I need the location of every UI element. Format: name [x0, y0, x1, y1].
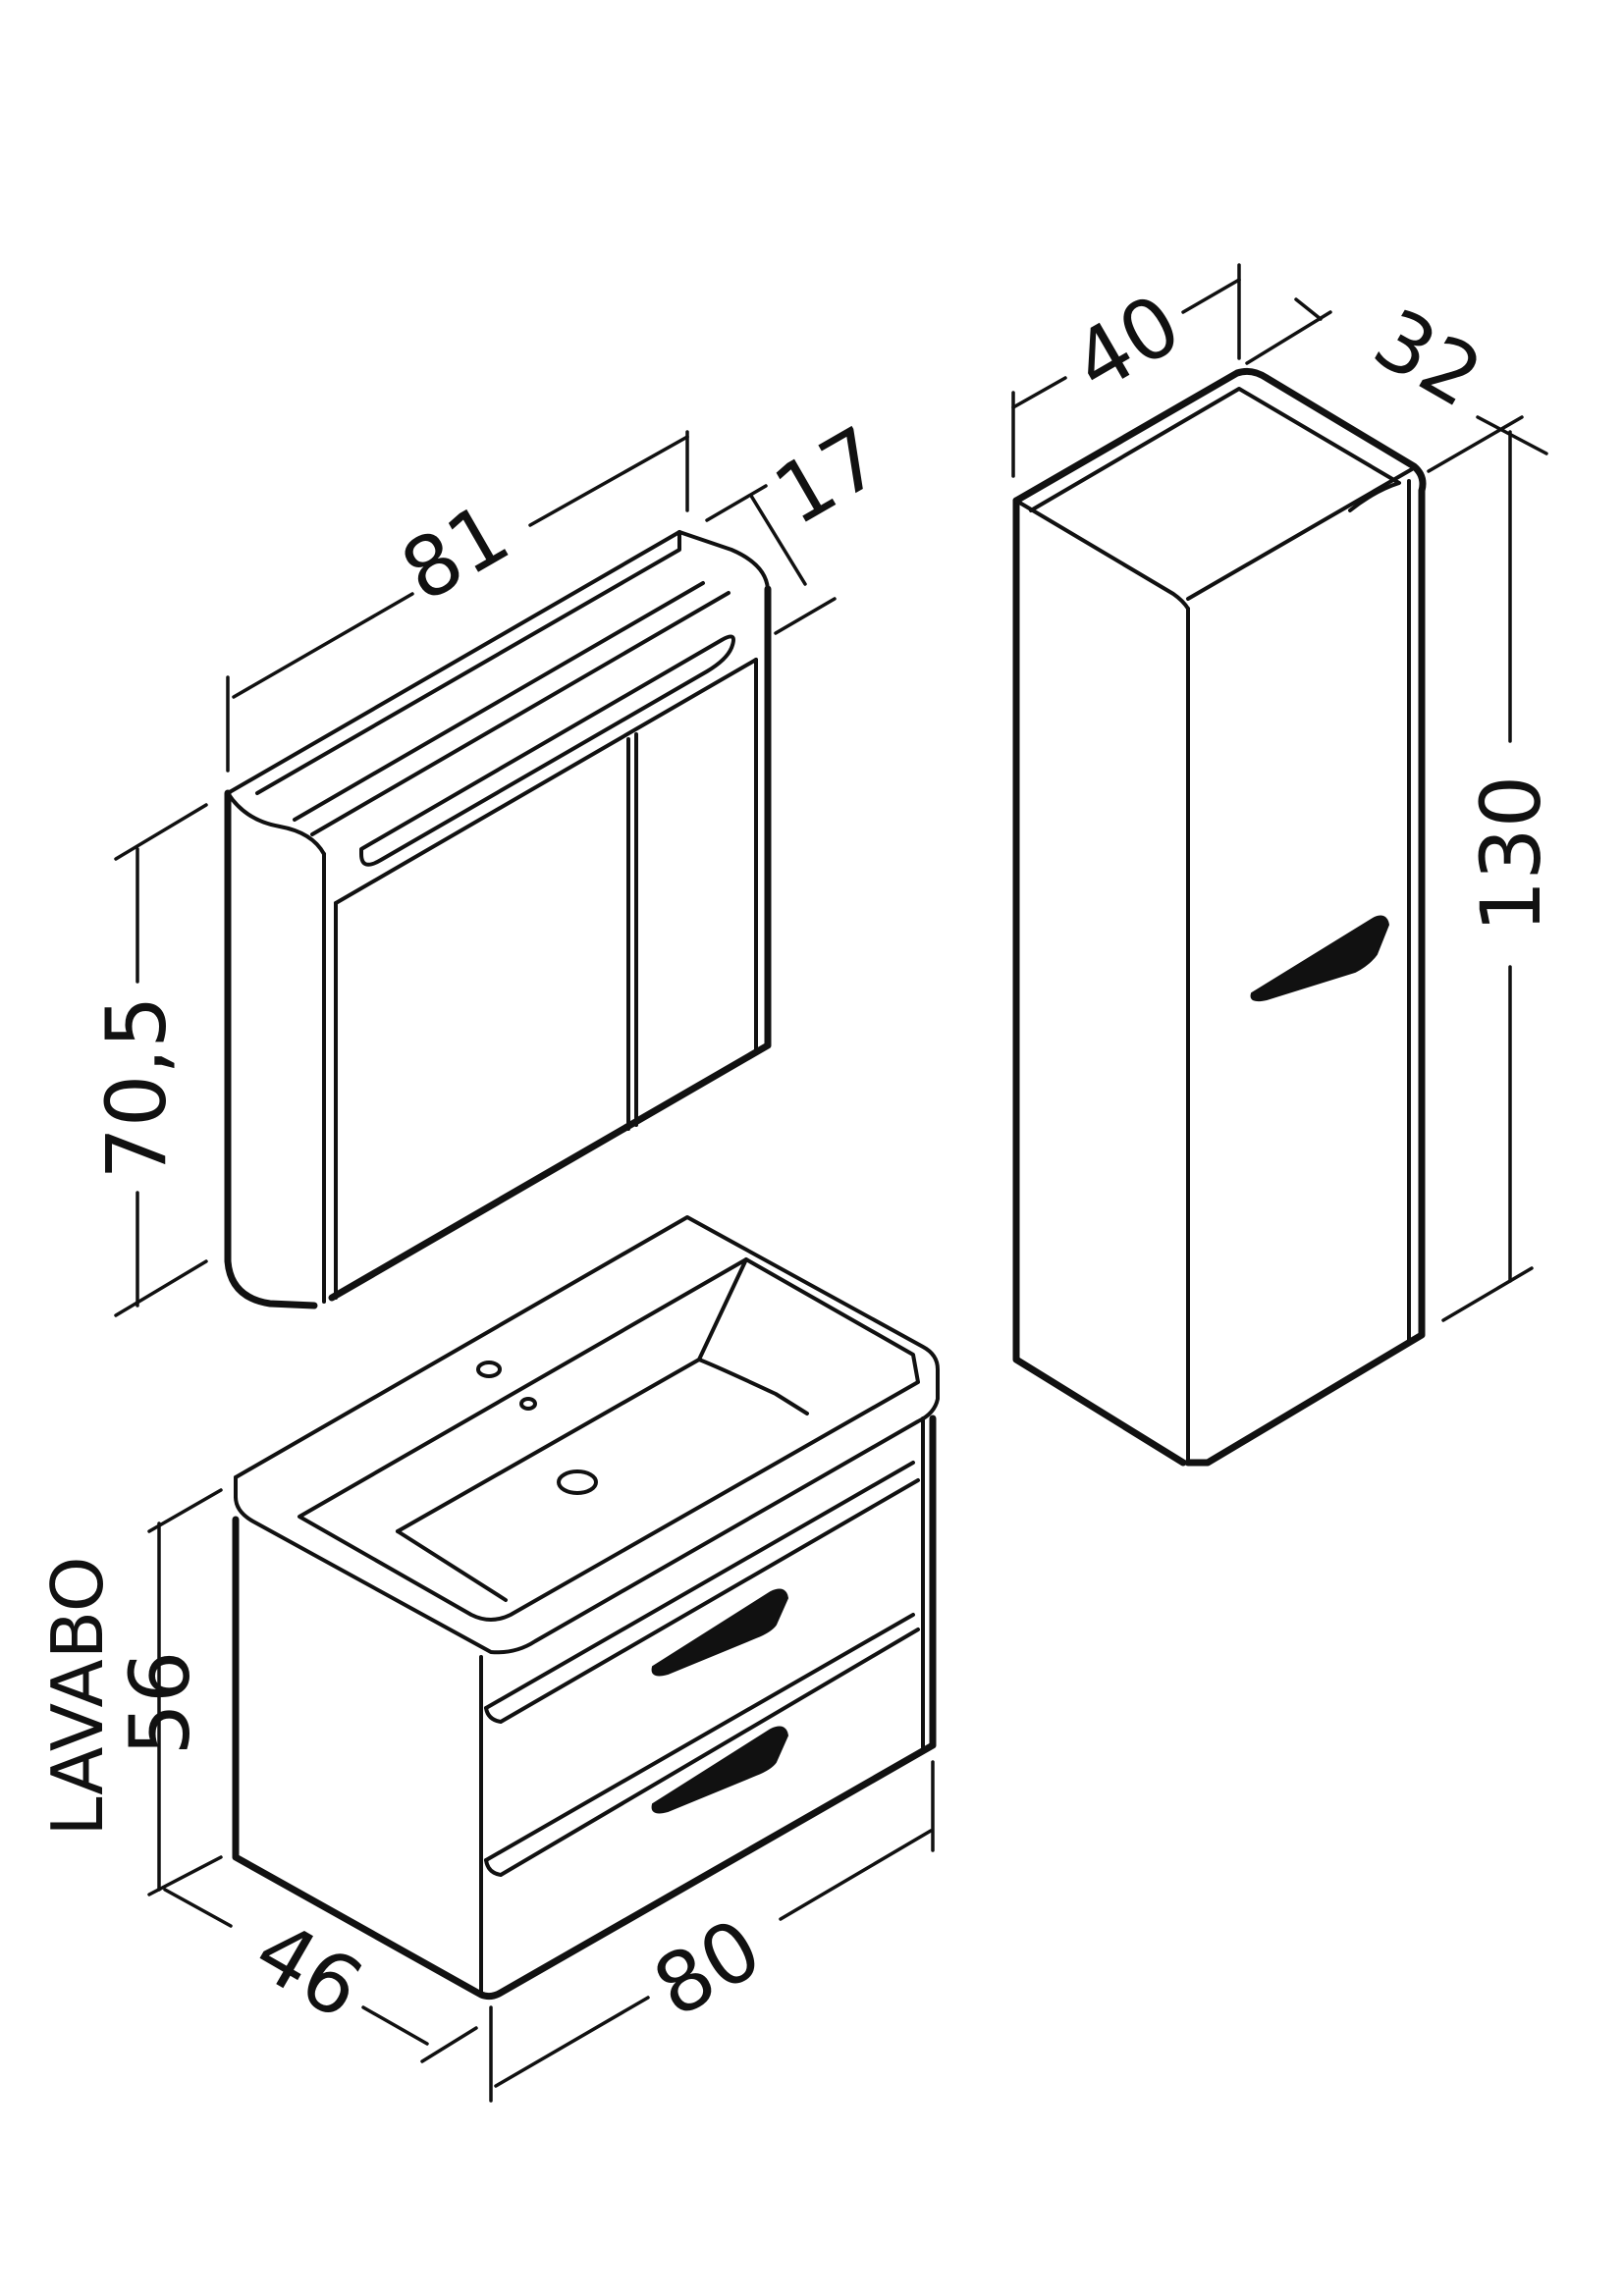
basin-height-label: 56: [112, 1651, 208, 1756]
tall-cabinet-depth-label: 32: [1359, 291, 1498, 426]
basin-unit: [232, 1215, 940, 2001]
mirror-height-label: 70,5: [88, 995, 185, 1179]
mirror-cabinet: [224, 530, 772, 1309]
basin-width-label: 80: [638, 1900, 778, 2036]
basin-unit-label: LAVABO: [36, 1556, 119, 1836]
tall-cabinet-height-label: 130: [1463, 775, 1559, 933]
mirror-dimensions: [114, 430, 837, 1317]
tall-cabinet: [1012, 367, 1427, 1467]
basin-dimensions: [147, 1488, 935, 2103]
mirror-width-label: 81: [386, 485, 525, 620]
tall-cabinet-width-label: 40: [1057, 276, 1197, 411]
mirror-depth-label: 17: [759, 408, 898, 544]
tall-cabinet-dimensions: [1011, 263, 1548, 1322]
